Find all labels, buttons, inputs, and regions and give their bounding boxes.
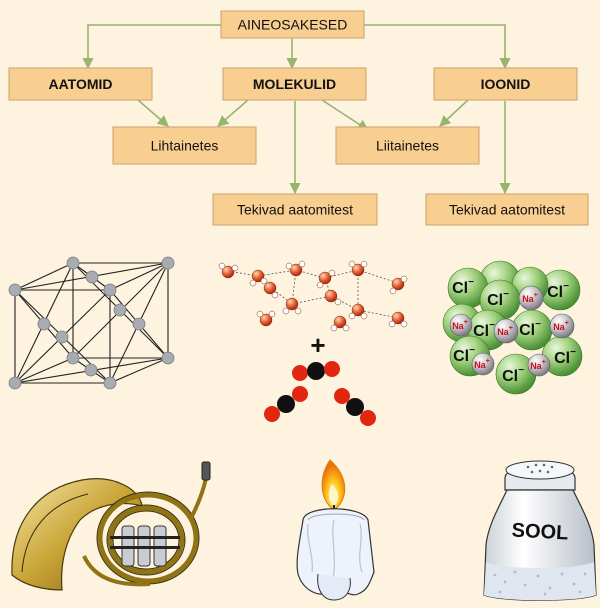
na-ion-label-3: Na+	[553, 320, 569, 333]
flow-arrows	[82, 24, 511, 195]
cl-ion-label-3: Cl−	[547, 281, 569, 301]
cl-ion-label-8: Cl−	[554, 347, 576, 367]
atoms-label: AATOMID	[48, 76, 112, 92]
root-label: AINEOSAKESED	[238, 17, 348, 33]
na-ion-label-4: Na+	[497, 325, 513, 338]
arrow-root-ions	[364, 24, 511, 70]
na-ion-label-2: Na+	[452, 319, 468, 332]
cl-ion-label-2: Cl−	[487, 289, 509, 309]
arrow-ions-compound	[439, 99, 469, 127]
french-horn-illustration	[11, 461, 211, 591]
box-atoms: AATOMID	[8, 67, 153, 101]
box-compound: Liitainetes	[335, 126, 480, 165]
from-atoms-right-label: Tekivad aatomitest	[449, 202, 565, 218]
arrow-root-atoms	[82, 24, 221, 70]
na-ion-label-5: Na+	[474, 358, 490, 371]
compound-label: Liitainetes	[376, 138, 439, 154]
cl-ion-label-1: Cl−	[452, 277, 474, 297]
box-molecules: MOLEKULID	[222, 67, 367, 101]
water-molecules-illustration	[218, 260, 408, 332]
na-ion-label-1: Na+	[522, 292, 538, 305]
candle-illustration	[296, 459, 375, 601]
ions-label: IOONID	[481, 76, 531, 92]
box-simple: Lihtainetes	[112, 126, 257, 165]
arrow-atoms-simple	[137, 99, 169, 127]
box-from-atoms-right: Tekivad aatomitest	[425, 193, 589, 226]
box-root: AINEOSAKESED	[220, 10, 365, 39]
box-ions: IOONID	[433, 67, 578, 101]
na-ion-label-6: Na+	[530, 359, 546, 372]
salt-label: SOOL	[511, 520, 569, 545]
from-atoms-left-label: Tekivad aatomitest	[237, 202, 353, 218]
cl-ion-label-7: Cl−	[502, 365, 524, 385]
co2-molecules-illustration	[264, 361, 376, 426]
cl-ion-label-6: Cl−	[453, 345, 475, 365]
arrow-molecules-compound	[321, 99, 369, 131]
salt-shaker-illustration: SOOL	[483, 460, 597, 601]
ionic-crystal-illustration: Cl− Cl− Cl− Cl− Cl− Cl− Cl− Cl− Na+ Na+ …	[442, 260, 583, 395]
cl-ion-label-4: Cl−	[473, 320, 495, 340]
atomic-lattice-illustration	[8, 256, 175, 390]
arrow-molecules-simple	[217, 99, 249, 127]
simple-label: Lihtainetes	[151, 138, 219, 154]
box-from-atoms-left: Tekivad aatomitest	[212, 193, 378, 226]
plus-sign: +	[310, 330, 325, 360]
cl-ion-label-5: Cl−	[519, 319, 541, 339]
molecules-label: MOLEKULID	[253, 76, 336, 92]
